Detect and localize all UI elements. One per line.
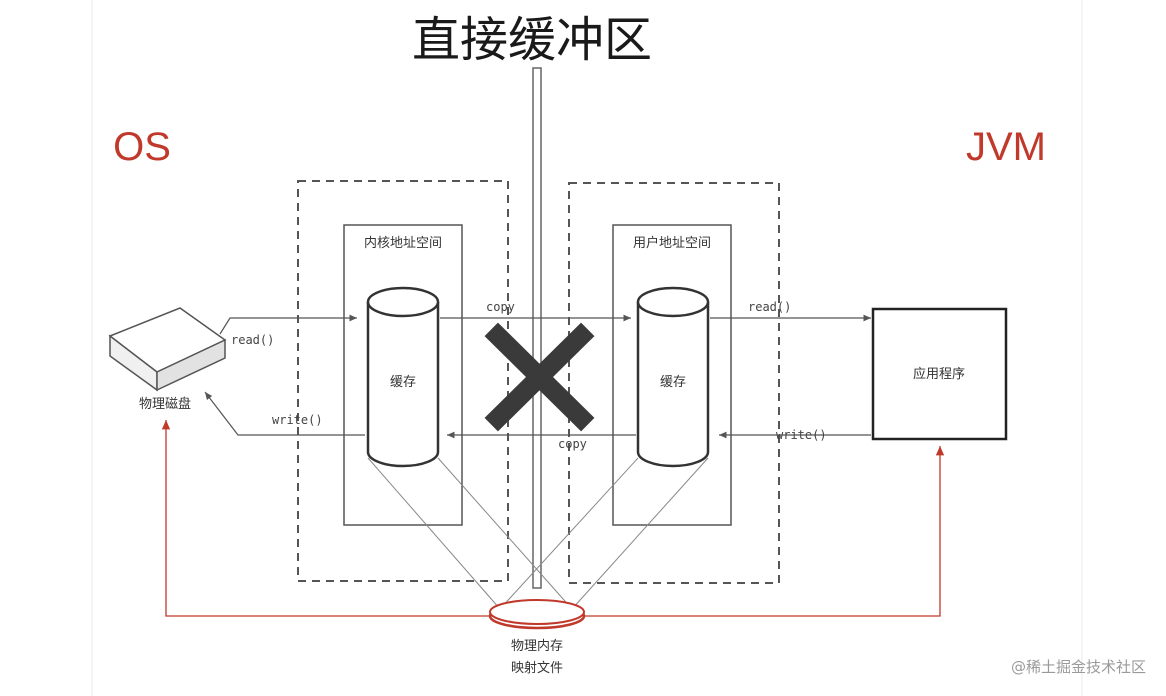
mmap-to-app-path [585,446,945,617]
user-cache-label: 缓存 [660,375,686,390]
physical-disk-icon [108,307,227,392]
kernel-cache-cylinder [366,286,440,468]
kernel-space-label: 内核地址空间 [364,235,442,251]
user-space-label: 用户地址空间 [633,235,711,251]
app-read-label: read() [748,300,791,314]
direct-buffer-divider [532,67,542,589]
kernel-cache-label: 缓存 [390,375,416,390]
user-cache-cylinder [636,286,710,468]
application-label: 应用程序 [913,366,965,382]
diagram-title: 直接缓冲区 [412,12,652,68]
mmap-disc-icon [488,599,586,630]
user-address-space-box [612,224,732,526]
watermark: @稀土掘金技术社区 [1011,658,1146,676]
copy-bottom-label: copy [558,437,587,451]
disk-write-label: write() [272,413,323,427]
disk-read-label: read() [231,333,274,347]
app-write-label: write() [776,428,827,442]
kernel-dashed-region [297,180,509,582]
user-dashed-region [568,182,780,584]
mmap-label-line1: 物理内存 [511,638,563,654]
disk-read-arrow [219,314,357,335]
disk-label: 物理磁盘 [139,396,191,412]
copy-top-label: copy [486,300,515,314]
blocked-cross-icon [484,322,595,432]
mmap-label-line2: 映射文件 [511,660,563,676]
kernel-address-space-box [343,224,463,526]
mapping-lines [367,457,709,610]
disk-write-arrow [204,391,365,436]
jvm-label: JVM [966,125,1046,169]
application-box [871,307,1008,441]
os-label: OS [113,125,171,169]
mmap-to-disk-path [161,420,490,617]
